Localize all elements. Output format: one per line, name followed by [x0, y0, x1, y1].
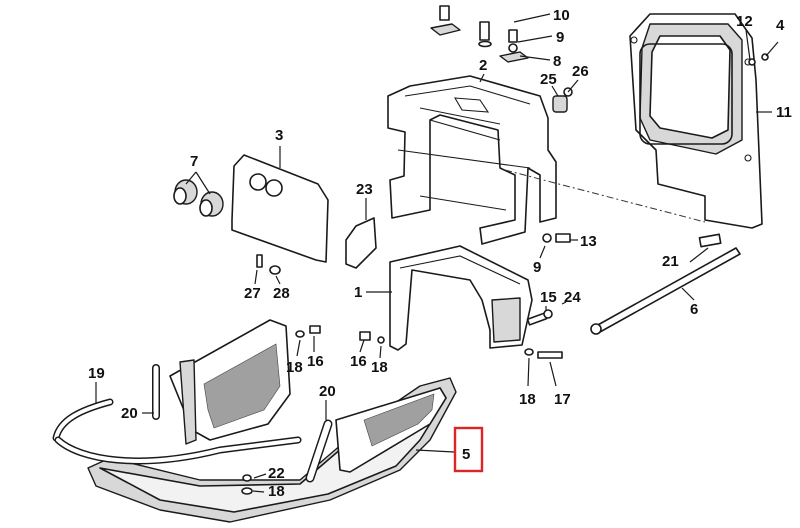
callout-18-right: 18	[519, 391, 536, 408]
alignment-line	[504, 169, 706, 223]
fasteners-22-18	[241, 474, 253, 495]
callout-9-mid: 9	[533, 259, 541, 276]
callout-19: 19	[88, 365, 105, 382]
callout-17: 17	[554, 391, 571, 408]
callout-28: 28	[273, 285, 290, 302]
top-bolts	[430, 5, 529, 63]
part-5-housing[interactable]	[87, 319, 457, 523]
callout-6: 6	[690, 301, 698, 318]
callout-22: 22	[268, 465, 285, 482]
callout-24: 24	[564, 289, 581, 306]
callout-20-left: 20	[121, 405, 138, 422]
callout-13: 13	[580, 233, 597, 250]
callout-18-left: 18	[286, 359, 303, 376]
callout-20-right: 20	[319, 383, 336, 400]
callout-16-mid: 16	[350, 353, 367, 370]
callout-7: 7	[190, 153, 198, 170]
callout-26: 26	[572, 63, 589, 80]
part-23-bracket	[345, 217, 377, 269]
callout-2: 2	[479, 57, 487, 74]
part-1-bracket	[389, 245, 533, 351]
callout-12: 12	[736, 13, 753, 30]
callout-15: 15	[540, 289, 557, 306]
screw-27-washer-28	[256, 254, 281, 275]
callout-16-left: 16	[307, 353, 324, 370]
part-6-rod	[590, 233, 741, 335]
grommet-25-26	[552, 87, 573, 113]
callout-21: 21	[662, 253, 679, 270]
callout-8: 8	[553, 53, 561, 70]
screw-13-washer-9	[542, 233, 571, 243]
fasteners-16-18	[295, 325, 563, 359]
callout-3: 3	[275, 127, 283, 144]
callout-25: 25	[540, 71, 557, 88]
seals-19-20	[52, 364, 333, 483]
part-2-bracket	[387, 75, 557, 245]
callout-10: 10	[553, 7, 570, 24]
callout-1: 1	[354, 284, 362, 301]
part-11-panel	[629, 13, 769, 229]
callout-27: 27	[244, 285, 261, 302]
part-7-grommets	[173, 179, 224, 217]
screws-15-24	[526, 309, 553, 326]
leader-lines	[95, 13, 779, 493]
callout-11: 11	[776, 104, 792, 121]
part-3-plate	[231, 154, 329, 263]
callout-9-top: 9	[556, 29, 564, 46]
callout-labels: 10 9 8 2 25 26 12 4 11 3 7 23 13 9 21 27…	[88, 7, 792, 500]
highlight-box-callout-5	[453, 426, 484, 473]
callout-23: 23	[356, 181, 373, 198]
callout-18-bottom: 18	[268, 483, 285, 500]
callout-5[interactable]: 5	[462, 446, 470, 463]
callout-4: 4	[776, 17, 785, 34]
callout-18-mid: 18	[371, 359, 388, 376]
